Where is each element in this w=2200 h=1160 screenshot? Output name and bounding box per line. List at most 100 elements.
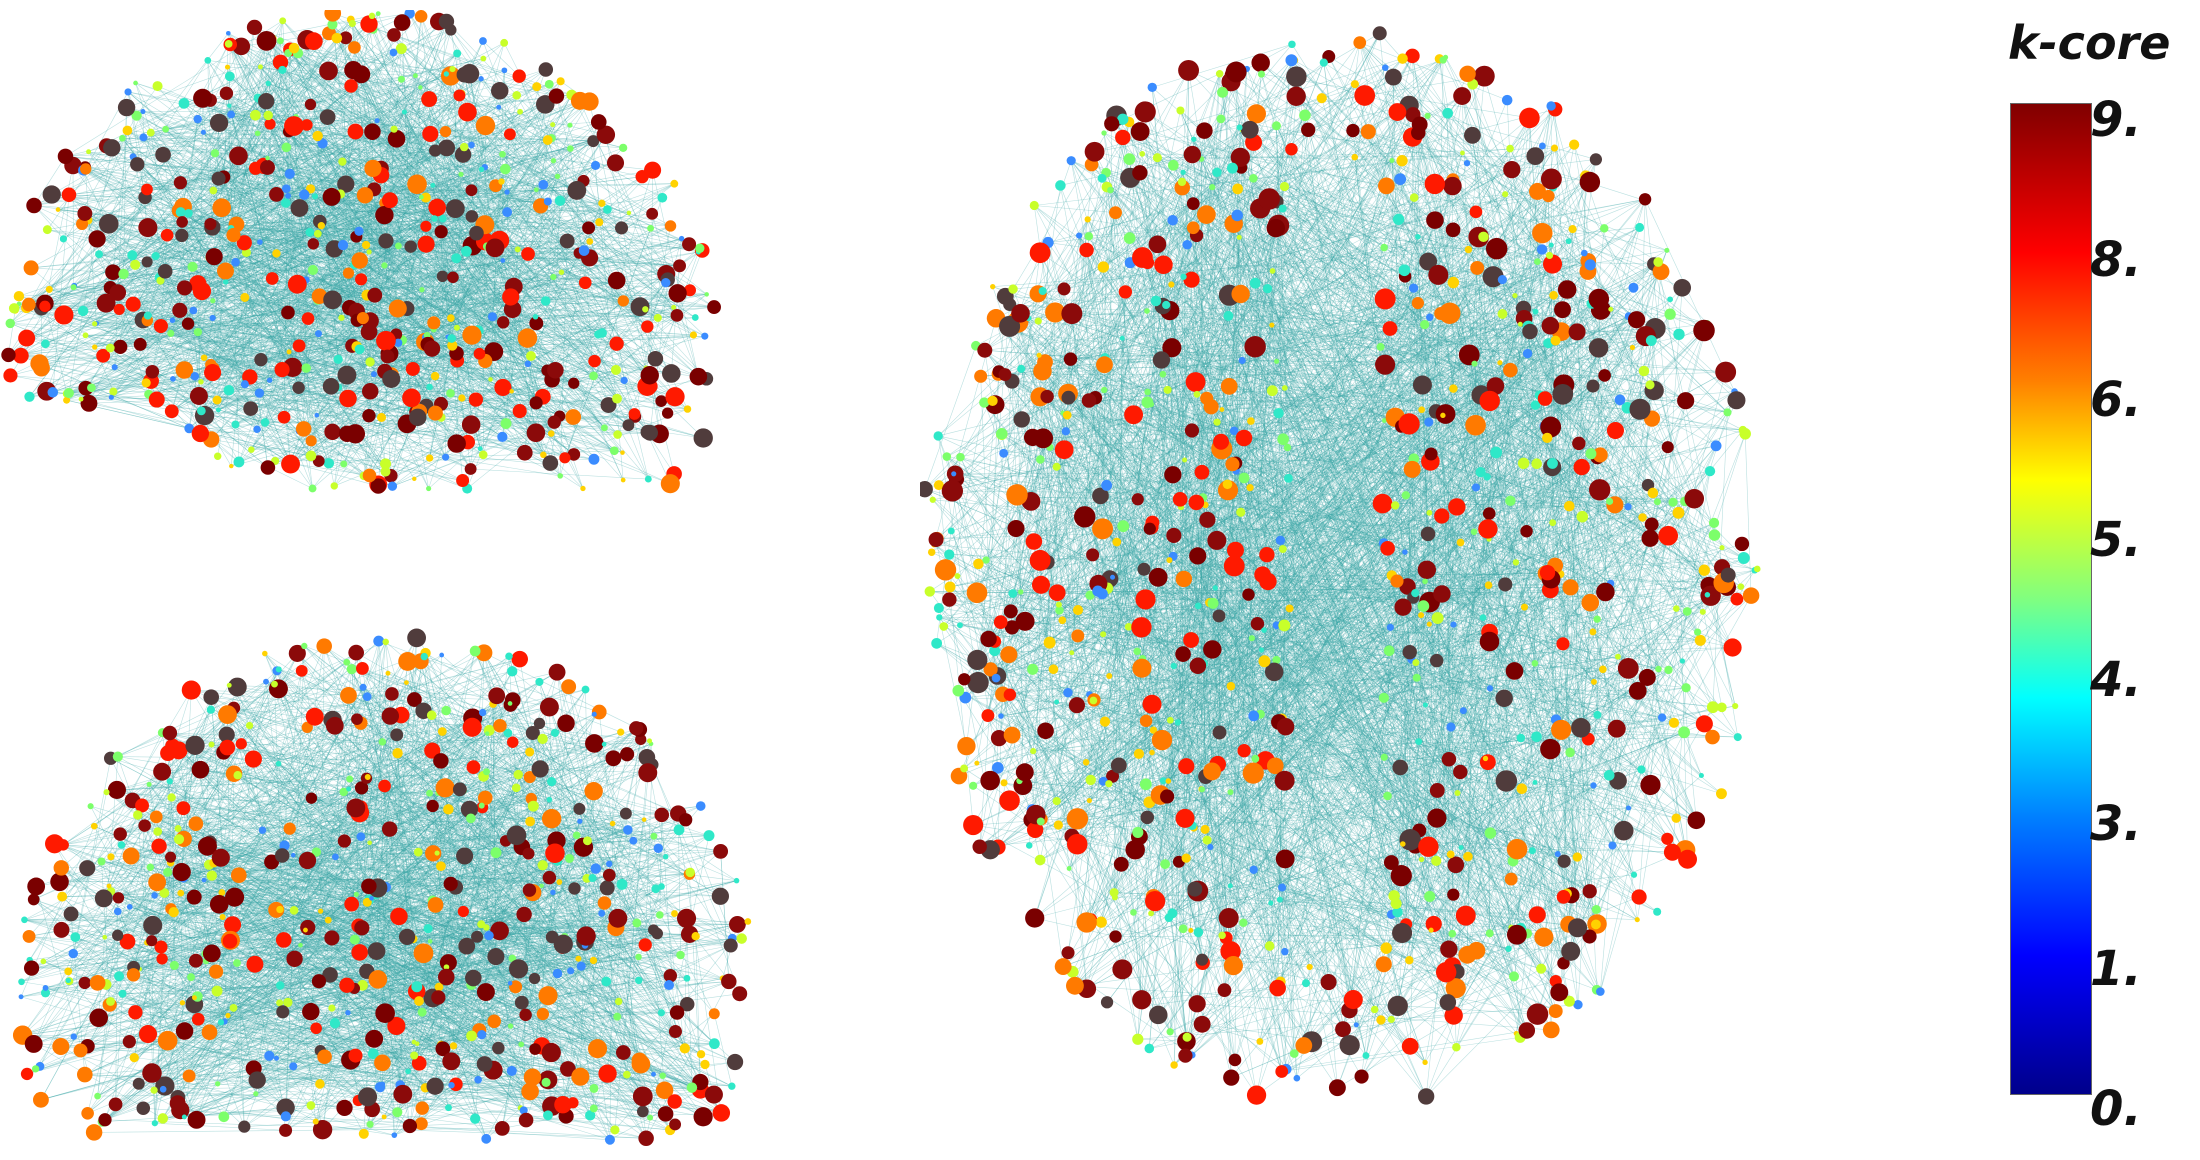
network-node: [1628, 311, 1645, 328]
network-node: [956, 453, 965, 462]
network-node: [523, 848, 535, 860]
network-node: [1446, 722, 1455, 731]
network-node: [532, 82, 541, 91]
network-node: [226, 228, 240, 242]
network-node: [1483, 756, 1488, 761]
network-node: [421, 653, 428, 660]
network-node: [658, 1106, 674, 1122]
network-node: [629, 408, 641, 420]
network-node: [284, 116, 304, 136]
network-node: [1502, 95, 1513, 106]
network-node: [230, 1004, 238, 1012]
network-node: [1458, 946, 1476, 964]
network-node: [43, 225, 52, 234]
network-node: [146, 935, 157, 946]
network-node: [231, 258, 240, 267]
network-node: [608, 909, 627, 928]
network-node: [339, 426, 355, 442]
network-node: [1549, 243, 1554, 248]
network-node: [544, 198, 552, 206]
network-node: [193, 89, 212, 108]
network-node: [1069, 697, 1085, 713]
network-node: [202, 878, 207, 883]
network-node: [435, 225, 448, 238]
network-node: [1668, 498, 1677, 507]
network-node: [1754, 566, 1761, 573]
network-node: [1518, 458, 1529, 469]
network-node: [524, 1069, 541, 1086]
network-node: [1418, 837, 1438, 857]
network-node: [565, 409, 581, 425]
network-node: [358, 1087, 377, 1106]
network-node: [107, 884, 112, 889]
network-node: [998, 713, 1004, 719]
network-node: [483, 924, 489, 930]
network-node: [1040, 390, 1053, 403]
network-node: [1513, 559, 1519, 565]
network-node: [371, 371, 377, 377]
network-node: [1201, 825, 1210, 834]
network-node: [1496, 770, 1518, 792]
network-node: [225, 1013, 230, 1018]
network-node: [298, 943, 303, 948]
network-node: [728, 1083, 735, 1090]
network-node: [495, 1121, 510, 1136]
network-node: [1699, 565, 1710, 576]
network-node: [379, 738, 387, 746]
network-node: [1008, 284, 1017, 293]
network-node: [1187, 221, 1200, 234]
network-node: [1032, 576, 1050, 594]
network-node: [1547, 458, 1558, 469]
network-node: [1428, 265, 1448, 285]
network-node: [233, 771, 241, 779]
network-node: [214, 453, 221, 460]
network-node: [1101, 996, 1113, 1008]
network-node: [1064, 352, 1077, 365]
network-node: [204, 364, 221, 381]
network-node: [1132, 827, 1143, 838]
network-node: [323, 188, 341, 206]
network-node: [338, 158, 346, 166]
network-node: [192, 425, 209, 442]
network-node: [158, 1113, 168, 1123]
network-node: [553, 969, 563, 979]
network-node: [360, 15, 377, 32]
network-node: [339, 978, 354, 993]
network-node: [154, 319, 168, 333]
network-node: [1599, 666, 1607, 674]
network-node: [969, 782, 977, 790]
network-node: [1178, 1049, 1192, 1063]
network-node: [567, 145, 574, 152]
network-node: [550, 122, 555, 127]
network-node: [488, 377, 493, 382]
network-node: [313, 1118, 319, 1124]
network-node: [119, 135, 126, 142]
network-node: [1639, 193, 1651, 205]
network-node: [1036, 455, 1045, 464]
network-node: [447, 334, 456, 343]
network-node: [336, 1100, 352, 1116]
network-node: [1016, 612, 1035, 631]
network-node: [545, 843, 565, 863]
network-node: [513, 404, 527, 418]
network-node: [557, 77, 565, 85]
network-node: [318, 909, 323, 914]
network-node: [1389, 158, 1394, 163]
network-node: [133, 1078, 145, 1090]
network-node: [957, 622, 963, 628]
network-node: [1014, 411, 1030, 427]
network-node: [1247, 417, 1255, 425]
network-node: [650, 833, 657, 840]
network-node: [138, 819, 151, 832]
network-node: [241, 380, 249, 388]
network-node: [1000, 646, 1017, 663]
network-node: [1608, 720, 1626, 738]
network-node: [1376, 956, 1392, 972]
network-node: [670, 180, 678, 188]
network-node: [1434, 508, 1449, 523]
network-node: [130, 260, 140, 270]
network-node: [319, 62, 338, 81]
network-node: [1641, 530, 1658, 547]
network-node: [187, 890, 202, 905]
network-node: [359, 1129, 369, 1139]
